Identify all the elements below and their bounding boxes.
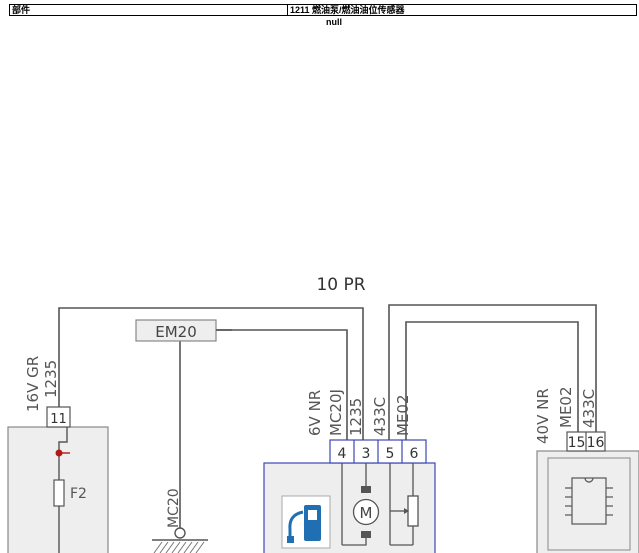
level-sensor-resistor: [407, 495, 419, 527]
pump-wire-1235: 1235: [347, 398, 365, 436]
fuse-f2: [53, 479, 65, 507]
ecu-inner-frame: [547, 457, 631, 551]
pump-pin-4: 4: [338, 446, 347, 462]
pump-connector-label: 6V NR: [306, 390, 324, 436]
ecu-wire-433c: 433C: [580, 389, 598, 428]
ecu-pin-16: 16: [587, 435, 605, 451]
header-component-name: 1211 燃油泵/燃油油位传感器: [290, 5, 405, 15]
pump-wire-me02: ME02: [394, 394, 412, 436]
ecu-chip-icon: [565, 477, 613, 525]
pump-pin-5: 5: [386, 446, 395, 462]
pump-wire-mc20j: MC20J: [327, 389, 345, 436]
motor-brush-top: [361, 486, 371, 493]
fuse-box-wire-label: 1235: [42, 360, 60, 398]
fuel-pump-icon: [287, 505, 321, 543]
pump-pin-6: 6: [410, 446, 419, 462]
wire-1235: [58, 307, 364, 440]
fuse-box-pin-label: 11: [50, 412, 67, 427]
pump-wire-433c: 433C: [371, 397, 389, 436]
ground-node: [174, 527, 186, 539]
header-table: 部件 1211 燃油泵/燃油油位传感器: [9, 4, 637, 16]
pump-pin-3: 3: [362, 446, 371, 462]
header-component-label: 部件: [10, 5, 288, 15]
fuse-box-pin-11: [46, 406, 71, 428]
motor-symbol: [352, 498, 380, 526]
ecu-connector-label: 40V NR: [534, 388, 552, 444]
ecu-pin-15: 15: [568, 435, 586, 451]
fuse-box-connector-label: 16V GR: [24, 356, 42, 412]
motor-brush-bottom: [361, 531, 371, 538]
wire-433c: [388, 304, 597, 440]
fuse-f2-label: F2: [70, 486, 87, 502]
ecu-module: [536, 450, 639, 553]
wire-me02: [405, 321, 579, 440]
harness-label: 10 PR: [316, 275, 365, 295]
connector-em20-label: EM20: [155, 323, 197, 341]
subtitle-text: null: [326, 17, 342, 27]
ground-label: MC20: [166, 488, 182, 528]
ecu-wire-me02: ME02: [557, 386, 575, 428]
motor-label: M: [360, 504, 373, 522]
